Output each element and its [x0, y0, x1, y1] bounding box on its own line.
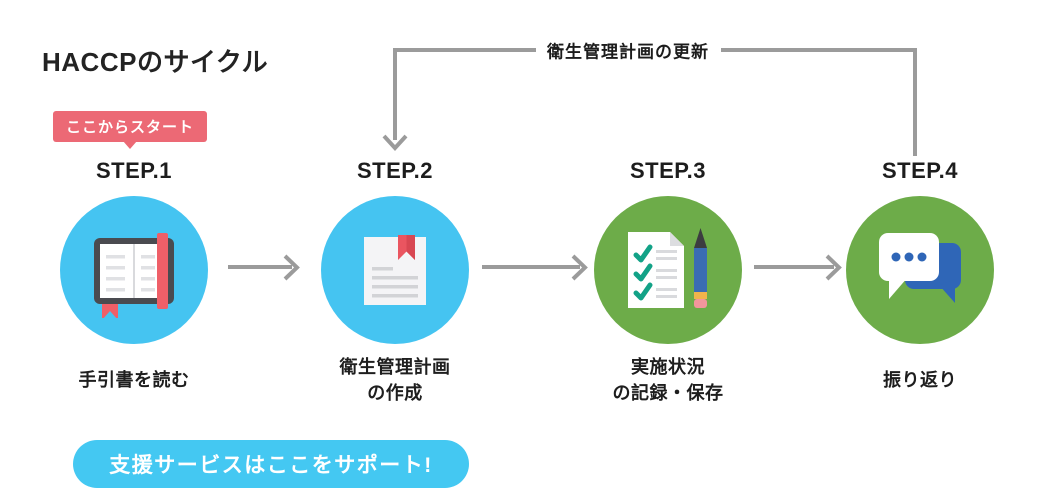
start-here-badge: ここからスタート	[52, 111, 208, 142]
step-4-circle	[846, 196, 994, 344]
feedback-loop-label: 衛生管理計画の更新	[547, 42, 709, 62]
page-title: HACCPのサイクル	[42, 47, 269, 77]
step-3-caption-line: 実施状況	[631, 357, 705, 377]
feedback-loop-line-left	[393, 48, 536, 140]
step-2-circle	[321, 196, 469, 344]
step-2-caption-line: 衛生管理計画	[339, 357, 451, 377]
support-service-banner: 支援サービスはここをサポート!	[73, 440, 469, 488]
open-book-icon	[94, 233, 174, 318]
step-1-column: STEP.1 手引書を読む	[60, 158, 208, 390]
step-3-caption-line: の記録・保存	[612, 383, 724, 403]
step-1-caption-line: 手引書を読む	[78, 370, 190, 390]
arrow-step3-to-step4-head-icon	[825, 254, 842, 281]
step-4-label: STEP.4	[882, 158, 958, 183]
step-4-caption-line: 振り返り	[883, 370, 957, 390]
step-3-circle	[594, 196, 742, 344]
arrow-step1-to-step2-head-icon	[283, 254, 300, 281]
step-4-column: STEP.4 振り返り	[846, 158, 994, 390]
step-1-caption: 手引書を読む	[20, 352, 248, 408]
step-1-label: STEP.1	[96, 158, 172, 183]
step-2-caption: 衛生管理計画 の作成	[281, 352, 509, 408]
feedback-loop-arrowhead-down-icon	[382, 134, 408, 151]
step-2-caption-line: の作成	[367, 383, 423, 403]
chat-bubbles-icon	[879, 233, 961, 303]
checklist-pencil-icon	[628, 228, 707, 308]
step-2-label: STEP.2	[357, 158, 433, 183]
step-1-circle	[60, 196, 208, 344]
step-3-caption: 実施状況 の記録・保存	[554, 352, 782, 408]
step-3-label: STEP.3	[630, 158, 706, 183]
step-4-caption: 振り返り	[806, 352, 1034, 408]
step-2-column: STEP.2 衛生管理計画 の作成	[321, 158, 469, 403]
step-3-column: STEP.3 実施状況 の記録・保存	[594, 158, 742, 403]
arrow-step2-to-step3-head-icon	[571, 254, 588, 281]
feedback-loop-line-right	[721, 48, 917, 156]
document-ribbon-icon	[364, 235, 426, 305]
